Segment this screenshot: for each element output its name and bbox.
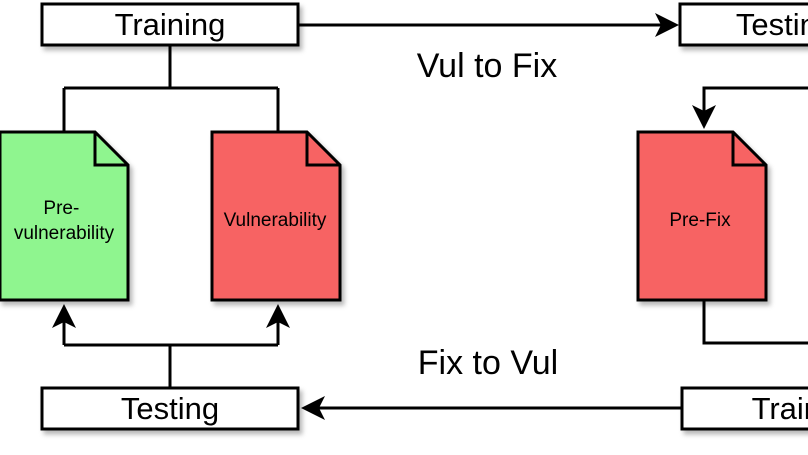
vulnerability-label: Vulnerability bbox=[224, 210, 327, 231]
testing-box-left-label: Testing bbox=[121, 391, 219, 426]
testing-box-right-label: Testing bbox=[736, 7, 808, 42]
pre-fix-label: Pre-Fix bbox=[669, 210, 731, 231]
connectors bbox=[52, 13, 808, 420]
pre-fix-shape bbox=[636, 130, 768, 302]
pre-fix-document bbox=[636, 130, 768, 302]
testing-box-left bbox=[40, 386, 300, 431]
training-box-right-label: Training bbox=[752, 391, 808, 426]
vulnerability-document bbox=[210, 130, 342, 302]
training-to-docs-connector bbox=[62, 45, 280, 132]
vulnerability-shape bbox=[210, 130, 342, 302]
training-box-left bbox=[40, 2, 300, 47]
pre-vulnerability-shape bbox=[0, 130, 130, 302]
testing-box-right bbox=[678, 2, 808, 47]
training-box-right bbox=[680, 386, 808, 431]
pre-vulnerability-label-line2: vulnerability bbox=[14, 223, 115, 244]
vul-to-fix-label: Vul to Fix bbox=[417, 47, 557, 85]
training-box-left-label: Training bbox=[115, 7, 226, 42]
fix-to-vul-label: Fix to Vul bbox=[418, 344, 558, 382]
pre-vulnerability-document bbox=[0, 130, 130, 302]
testing-to-prefix-arrow bbox=[692, 86, 808, 129]
testing-to-docs-connector bbox=[64, 343, 278, 388]
prefix-to-training-connector bbox=[702, 300, 808, 345]
pre-vulnerability-label-line1: Pre- bbox=[43, 198, 79, 219]
pre-vulnerability-label: Pre- vulnerability bbox=[14, 198, 115, 244]
